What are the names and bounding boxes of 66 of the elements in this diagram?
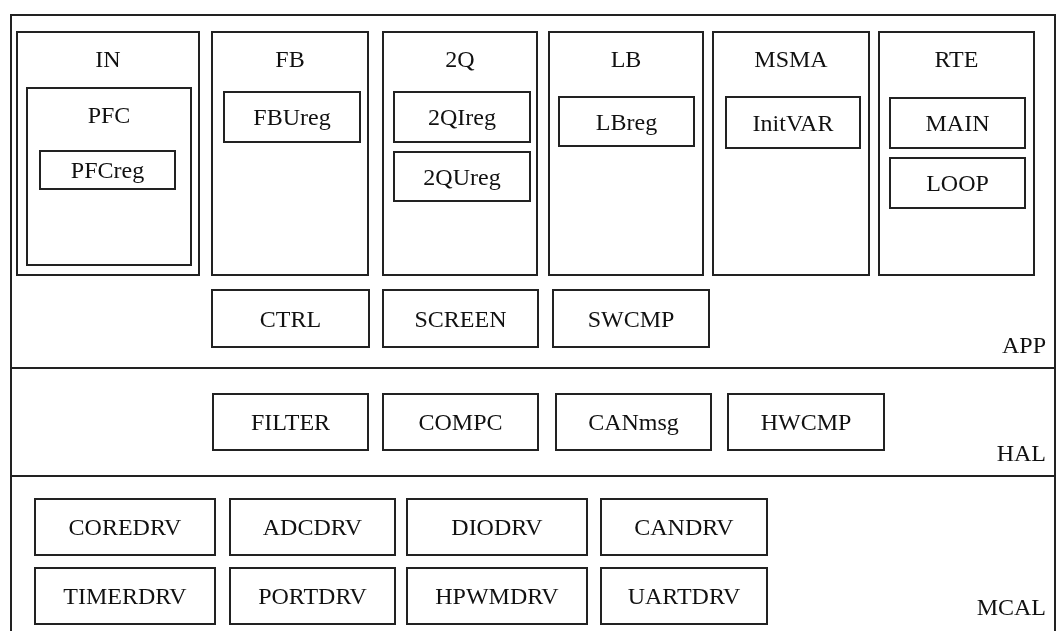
module-box: [382, 393, 539, 451]
module-label: LBreg: [595, 107, 658, 136]
module-box: [229, 567, 396, 625]
module-label: CANmsg: [588, 408, 679, 436]
module-box: [552, 289, 710, 348]
module-label: InitVAR: [752, 108, 834, 137]
module-group: [382, 31, 538, 276]
module-box: [406, 567, 588, 625]
module-label: PFCreg: [70, 156, 145, 184]
module-box: [393, 91, 531, 143]
module-box: [34, 498, 216, 556]
module-label: SWCMP: [587, 304, 675, 333]
group-heading: 2Q: [445, 45, 475, 73]
module-label: COMPC: [418, 408, 503, 436]
module-label: CTRL: [259, 304, 322, 333]
module-box: [889, 157, 1026, 209]
module-box: [727, 393, 885, 451]
layer-band: [10, 14, 1056, 367]
module-box: [600, 567, 768, 625]
layer-band: [10, 367, 1056, 475]
module-box: [600, 498, 768, 556]
module-box: [212, 393, 369, 451]
module-group: [26, 87, 192, 266]
layer-label: APP: [1001, 331, 1046, 359]
module-label: COREDRV: [68, 513, 182, 541]
module-label: PORTDRV: [258, 582, 367, 610]
module-label: DIODRV: [451, 513, 543, 541]
module-box: [39, 150, 176, 190]
module-box: [558, 96, 695, 147]
group-heading: LB: [610, 45, 642, 73]
module-label: LOOP: [926, 169, 989, 197]
module-label: 2QUreg: [423, 162, 501, 191]
module-box: [393, 151, 531, 202]
module-group: [878, 31, 1035, 276]
module-label: UARTDRV: [627, 582, 741, 610]
group-heading: PFC: [87, 101, 131, 129]
module-label: HPWMDRV: [435, 582, 559, 610]
module-box: [382, 289, 539, 348]
module-group: [211, 31, 369, 276]
module-box: [406, 498, 588, 556]
layer-label: MCAL: [976, 593, 1046, 621]
group-heading: RTE: [934, 45, 979, 73]
group-heading: MSMA: [754, 45, 828, 73]
layer-label: HAL: [996, 439, 1046, 467]
module-box: [211, 289, 370, 348]
module-label: FILTER: [250, 408, 331, 436]
module-label: SCREEN: [414, 304, 507, 333]
module-box: [223, 91, 361, 143]
module-label: MAIN: [925, 109, 990, 137]
module-box: [889, 97, 1026, 149]
module-label: ADCDRV: [262, 513, 363, 541]
module-group: [16, 31, 200, 276]
module-group: [548, 31, 704, 276]
module-box: [555, 393, 712, 451]
module-label: CANDRV: [634, 513, 734, 541]
module-box: [34, 567, 216, 625]
group-heading: FB: [275, 45, 305, 73]
module-label: 2QIreg: [428, 103, 496, 131]
module-label: HWCMP: [760, 408, 852, 436]
group-heading: IN: [95, 45, 121, 73]
module-box: [229, 498, 396, 556]
layer-band: [10, 475, 1056, 631]
module-group: [712, 31, 870, 276]
module-label: FBUreg: [253, 103, 331, 131]
module-box: [725, 96, 861, 149]
module-label: TIMERDRV: [63, 582, 187, 610]
